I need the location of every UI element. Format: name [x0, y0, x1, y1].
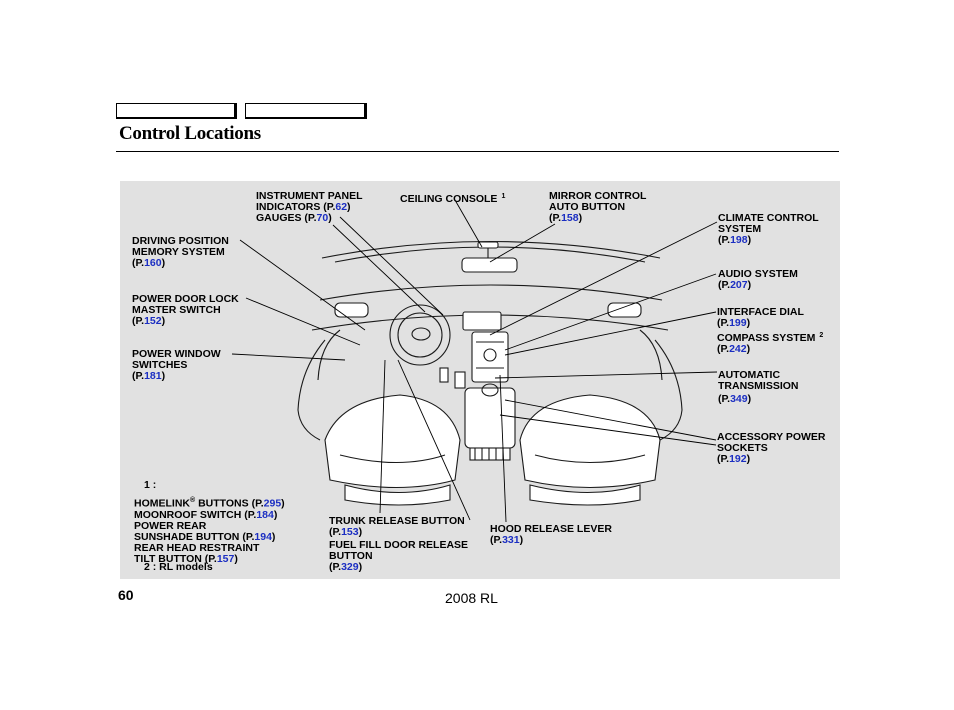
footnote-2: 2 : RL models — [144, 561, 213, 573]
label-fuel-fill: FUEL FILL DOOR RELEASE BUTTON (P.329) — [329, 539, 469, 573]
label-instrument-panel: INSTRUMENT PANEL INDICATORS (P.62) GAUGE… — [256, 190, 363, 224]
right-door — [654, 339, 683, 441]
nav-button-main-menu[interactable] — [245, 103, 367, 119]
nav-button-contents[interactable] — [116, 103, 237, 119]
rear-view-mirror — [461, 257, 518, 273]
page-link-160[interactable]: 160 — [144, 257, 162, 269]
center-stack — [471, 331, 509, 383]
label-climate-control: CLIMATE CONTROL SYSTEM (P.198) — [718, 212, 819, 246]
page-link-198[interactable]: 198 — [730, 234, 748, 246]
page-link-153[interactable]: 153 — [341, 526, 359, 538]
page-link-242[interactable]: 242 — [729, 343, 747, 355]
page-link-331[interactable]: 331 — [502, 534, 520, 546]
label-power-door-lock: POWER DOOR LOCK MASTER SWITCH (P.152) — [132, 293, 239, 327]
page-link-199[interactable]: 199 — [729, 317, 747, 329]
footer-model: 2008 RL — [445, 590, 498, 606]
page-link-181[interactable]: 181 — [144, 370, 162, 382]
page-link-157[interactable]: 157 — [216, 552, 235, 565]
page-link-349[interactable]: 349 — [730, 393, 748, 405]
page-link-62[interactable]: 62 — [335, 201, 348, 213]
footnote-marker-1: 1 — [501, 193, 506, 200]
steering-wheel — [389, 304, 451, 366]
page-link-194[interactable]: 194 — [254, 530, 272, 543]
footnote-1-block: 1 : HOMELINK® BUTTONS (P.295) MOONROOF S… — [134, 479, 285, 565]
page-link-207[interactable]: 207 — [730, 279, 748, 291]
page-title: Control Locations — [119, 123, 261, 144]
title-rule — [116, 151, 839, 152]
page-link-184[interactable]: 184 — [256, 508, 274, 521]
left-side-mirror — [334, 302, 369, 318]
label-driving-position: DRIVING POSITION MEMORY SYSTEM (P.160) — [132, 235, 229, 269]
navigation-screen — [462, 311, 502, 331]
page-link-70[interactable]: 70 — [316, 212, 329, 224]
page-link-192[interactable]: 192 — [729, 453, 747, 465]
footnote-marker-2: 2 — [819, 332, 824, 339]
label-hood-release: HOOD RELEASE LEVER (P.331) — [490, 523, 612, 546]
page-link-158[interactable]: 158 — [561, 212, 579, 224]
label-interface-dial: INTERFACE DIAL (P.199) — [717, 306, 804, 329]
label-power-window: POWER WINDOW SWITCHES (P.181) — [132, 348, 221, 382]
label-automatic-transmission: AUTOMATIC TRANSMISSION (P.349) — [718, 369, 799, 405]
right-side-mirror — [607, 302, 642, 318]
passenger-seat — [519, 394, 661, 489]
page-number: 60 — [118, 587, 134, 603]
label-mirror-control: MIRROR CONTROL AUTO BUTTON (P.158) — [549, 190, 647, 224]
label-audio-system: AUDIO SYSTEM (P.207) — [718, 268, 798, 291]
center-console — [464, 387, 516, 449]
dashboard-outline — [319, 284, 663, 301]
label-trunk-release: TRUNK RELEASE BUTTON (P.153) — [329, 515, 465, 538]
rear-vents — [469, 447, 511, 461]
page-link-295[interactable]: 295 — [263, 497, 282, 510]
page-link-329[interactable]: 329 — [341, 561, 359, 573]
driver-seat — [324, 394, 461, 489]
page-link-152[interactable]: 152 — [144, 315, 162, 327]
label-accessory-power: ACCESSORY POWER SOCKETS (P.192) — [717, 431, 826, 465]
left-door — [297, 339, 326, 441]
